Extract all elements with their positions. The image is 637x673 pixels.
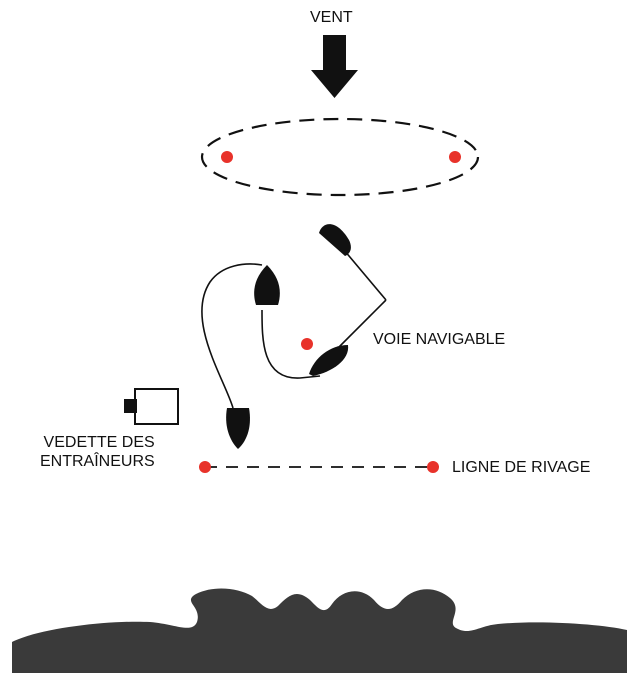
- boat-top: [319, 224, 351, 256]
- boat-right: [309, 345, 349, 376]
- coach-boat-label-line2: ENTRAÎNEURS: [40, 453, 155, 470]
- start-buoy-right: [449, 151, 461, 163]
- fairway-label: VOIE NAVIGABLE: [373, 331, 506, 348]
- shoreline-label: LIGNE DE RIVAGE: [452, 459, 591, 476]
- boat-path-lower: [201, 263, 263, 409]
- fairway-pointer: [335, 249, 387, 351]
- shore-landmass: [12, 588, 627, 673]
- wind-label: VENT: [310, 9, 353, 26]
- start-zone-ellipse: [200, 117, 480, 197]
- wind-arrow-icon: [311, 35, 358, 98]
- boat-path-upper: [261, 309, 321, 379]
- boat-bottom: [226, 408, 250, 449]
- start-buoy-left: [221, 151, 233, 163]
- shore-buoy-left: [199, 461, 211, 473]
- boat-middle: [254, 265, 280, 305]
- coach-boat-icon: [124, 388, 179, 425]
- shore-buoy-right: [427, 461, 439, 473]
- coach-boat-label-line1: VEDETTE DES: [43, 434, 155, 451]
- coach-boat-label: VEDETTE DES ENTRAÎNEURS: [40, 433, 155, 471]
- course-buoy-center: [301, 338, 313, 350]
